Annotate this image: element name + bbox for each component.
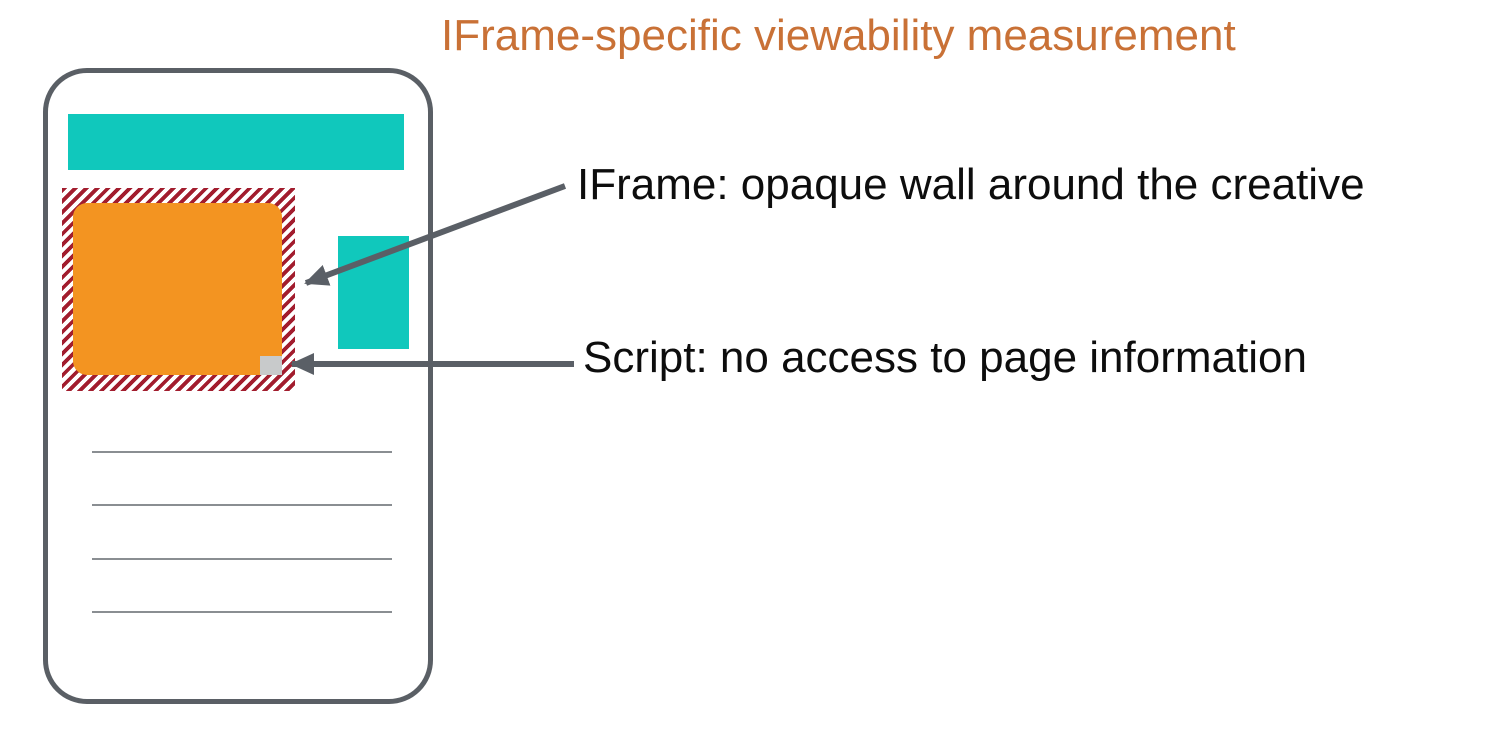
ad-creative-block [73, 203, 282, 375]
text-placeholder-line [92, 611, 392, 613]
text-placeholder-line [92, 504, 392, 506]
text-placeholder-line [92, 558, 392, 560]
measurement-script-square [260, 356, 282, 375]
page-header-block [68, 114, 404, 170]
page-content-block [338, 236, 409, 349]
text-placeholder-line [92, 451, 392, 453]
script-annotation-label: Script: no access to page information [583, 333, 1307, 382]
diagram-title: IFrame-specific viewability measurement [441, 11, 1236, 60]
iframe-annotation-label: IFrame: opaque wall around the creative [577, 160, 1365, 209]
